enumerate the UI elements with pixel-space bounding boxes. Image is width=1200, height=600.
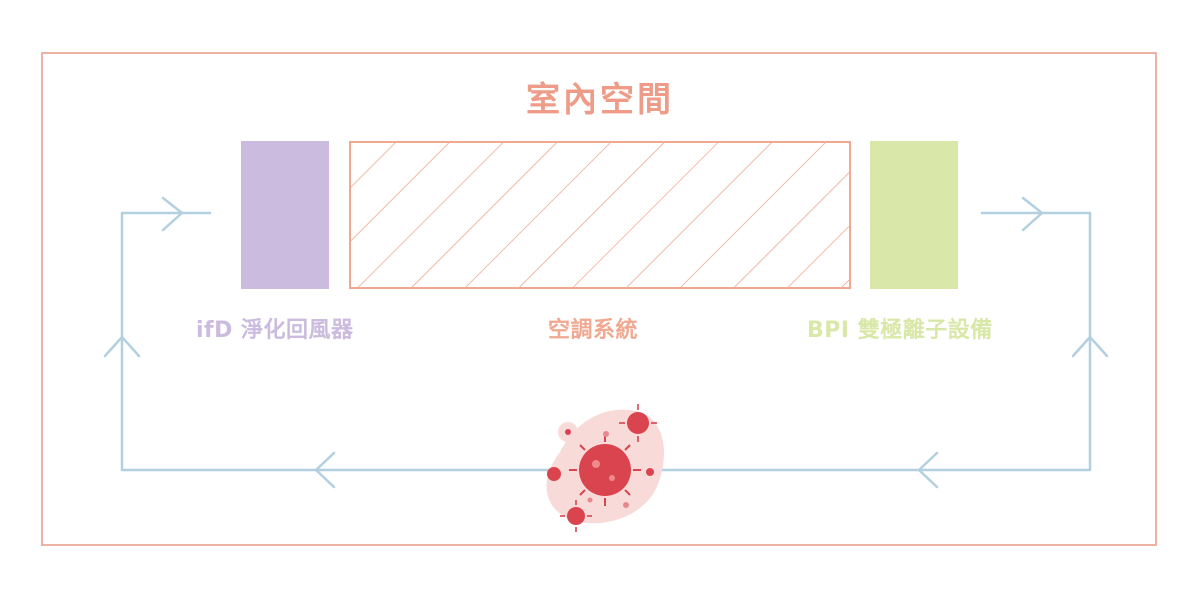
arrow-left-icon <box>917 451 939 489</box>
virus-icon <box>546 404 664 532</box>
bpi-device-block <box>870 141 958 289</box>
arrow-right-icon <box>1021 196 1044 232</box>
airflow-path-right <box>638 211 1092 472</box>
arrow-up-icon <box>1071 335 1109 358</box>
arrow-up-icon <box>103 335 141 358</box>
indoor-space-frame <box>41 52 1157 546</box>
arrow-right-icon <box>161 196 184 232</box>
airflow-path-left <box>120 211 550 472</box>
ac-system-block <box>349 141 851 289</box>
arrow-left-icon <box>314 451 336 489</box>
bpi-device-label: BPI 雙極離子設備 <box>807 318 993 343</box>
ifd-purifier-label: ifD 淨化回風器 <box>196 318 354 343</box>
page-title: 室內空間 <box>526 80 674 120</box>
ifd-purifier-block <box>241 141 329 289</box>
ac-system-label: 空調系統 <box>548 318 639 343</box>
